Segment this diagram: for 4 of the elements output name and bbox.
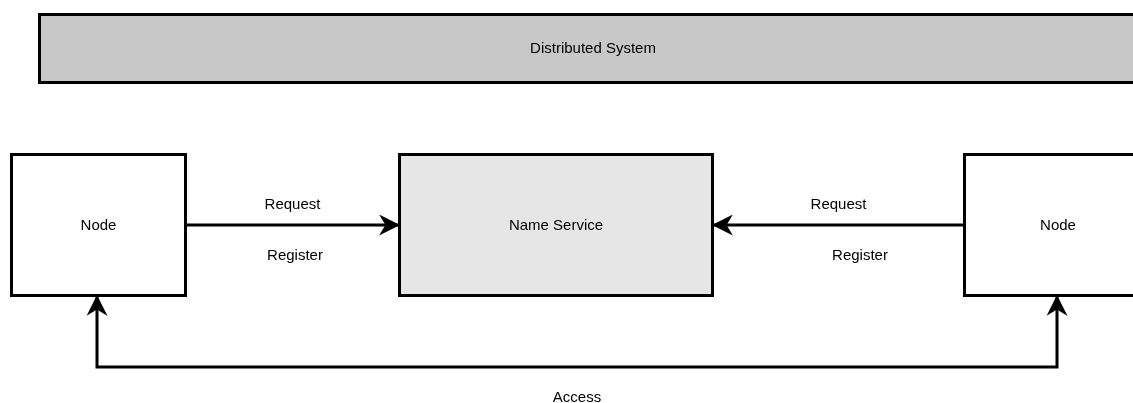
process-box: Node (963, 153, 1133, 297)
system-banner: Distributed System (38, 13, 1133, 84)
process-box: Name Service (398, 153, 714, 297)
process-box: Node (10, 153, 187, 297)
